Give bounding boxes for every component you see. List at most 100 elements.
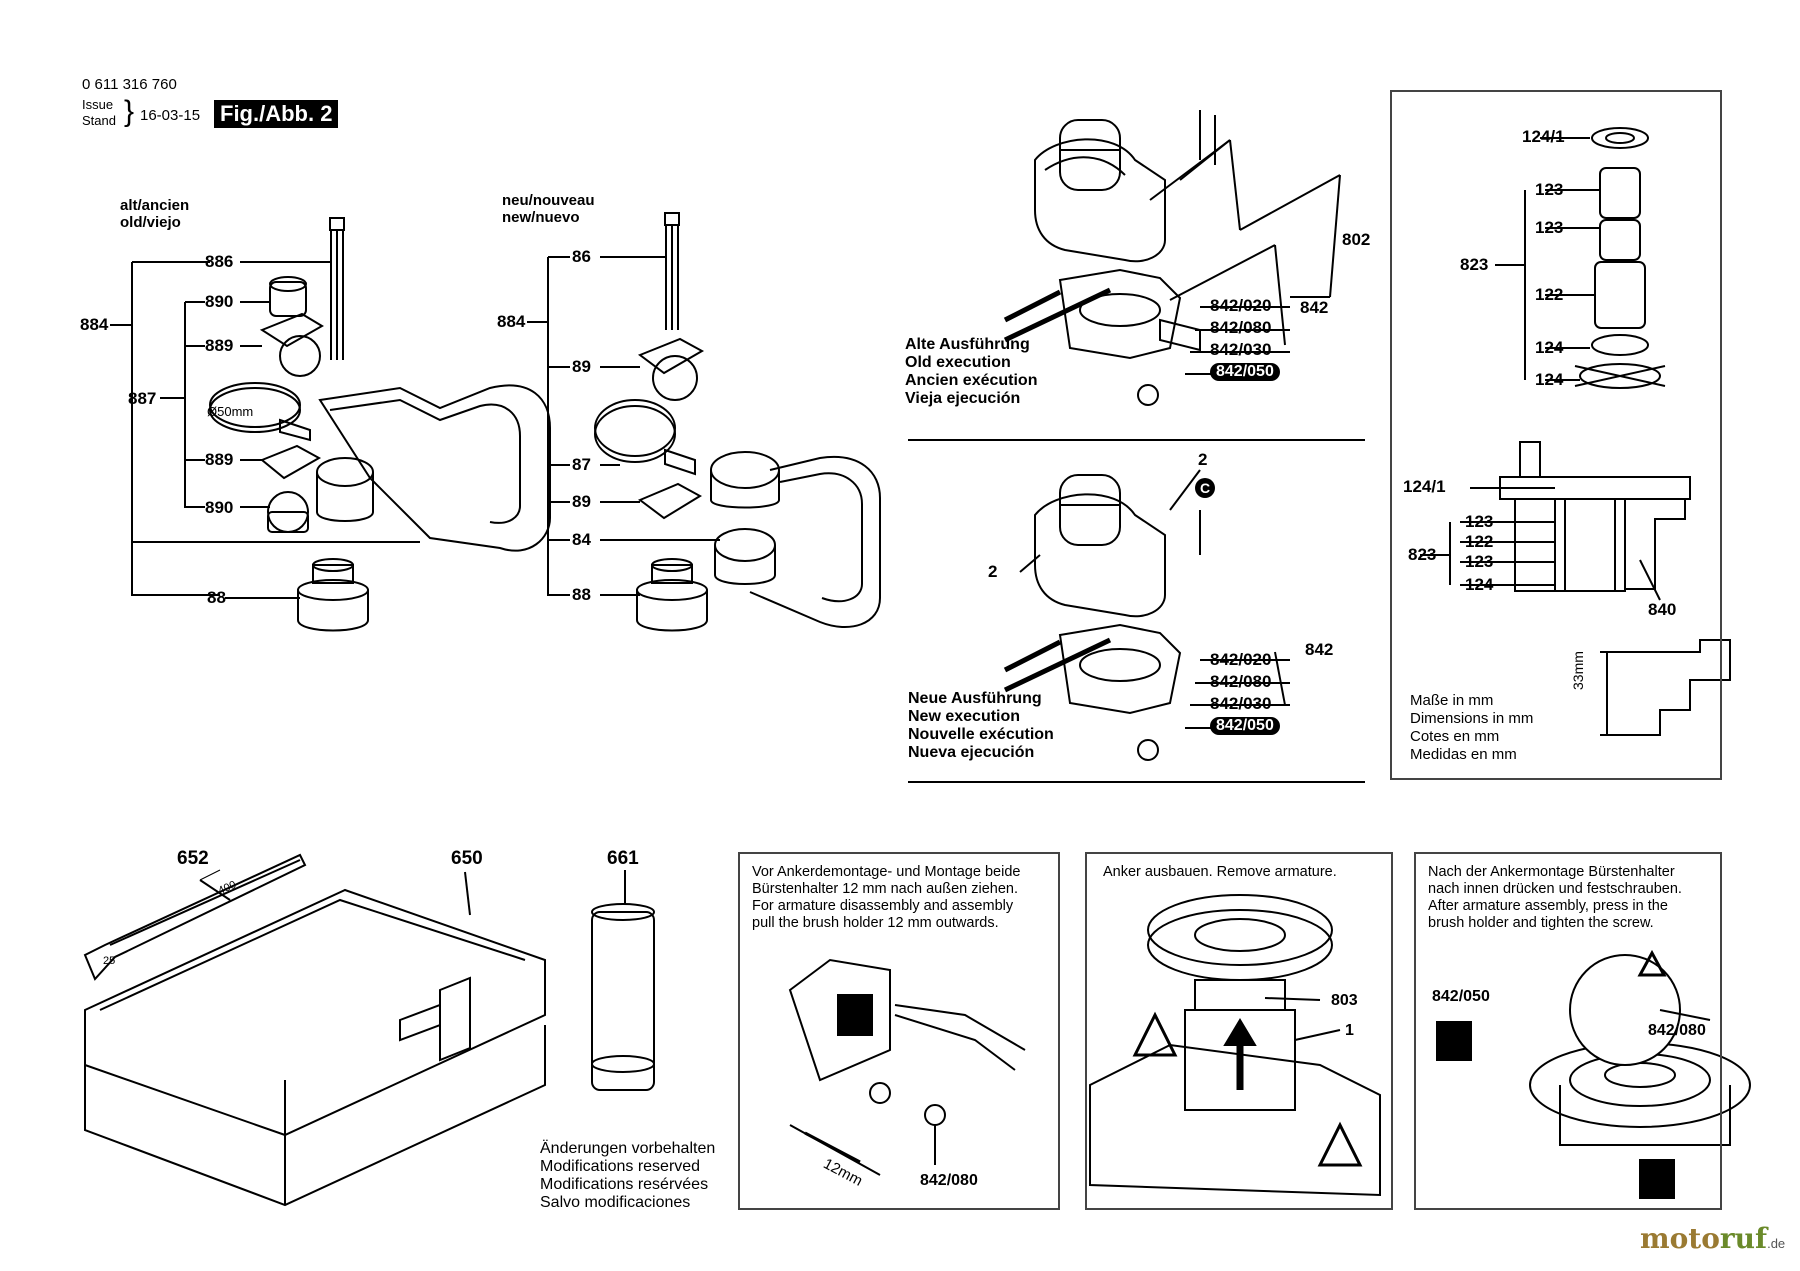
label-823-top: 823	[1460, 255, 1489, 274]
issue-label: Issue	[82, 97, 114, 112]
step2-label-803: 803	[1331, 992, 1358, 1009]
units-en: Dimensions in mm	[1410, 710, 1534, 727]
step3-line1: Nach der Ankermontage Bürstenhalter	[1428, 864, 1675, 880]
label-124-1-bottom: 124/1	[1403, 477, 1446, 496]
label-842-old: 842	[1300, 298, 1329, 317]
step3-line3: After armature assembly, press in the	[1428, 898, 1668, 914]
watermark-part1: moto	[1640, 1222, 1720, 1255]
label-652: 652	[177, 848, 209, 869]
label-842-080-old: 842/080	[1210, 318, 1272, 337]
label-884-middle: 884	[497, 312, 526, 331]
label-802: 802	[1342, 230, 1371, 249]
label-887: 887	[128, 389, 157, 408]
label-88-left: 88	[207, 588, 226, 607]
instruction-step2: Anker ausbauen. Remove armature. 803 1	[1085, 852, 1393, 1210]
instruction-step1: Vor Ankerdemontage- und Montage beide Bü…	[738, 852, 1060, 1210]
label-842-030-old: 842/030	[1210, 340, 1272, 359]
step1-text: Vor Ankerdemontage- und Montage beide Bü…	[752, 864, 1020, 932]
label-87: 87	[572, 455, 591, 474]
new-caption-de: Neue Ausführung	[908, 690, 1042, 707]
step3-line4: brush holder and tighten the screw.	[1428, 915, 1654, 931]
step2-text: Anker ausbauen. Remove armature.	[1103, 864, 1337, 880]
label-840: 840	[1648, 600, 1677, 619]
units-fr: Cotes en mm	[1410, 728, 1500, 745]
new-caption-es: Nueva ejecución	[908, 744, 1035, 761]
label-122-bottom: 122	[1465, 532, 1494, 551]
label-2-top: 2	[1198, 450, 1208, 469]
label-842-020-new: 842/020	[1210, 650, 1272, 669]
label-842-030-new: 842/030	[1210, 694, 1272, 713]
left-title-2: old/viejo	[120, 214, 181, 231]
bearing-panel	[1390, 90, 1722, 780]
step1-line3: For armature disassembly and assembly	[752, 898, 1014, 914]
label-842-020-old: 842/020	[1210, 296, 1272, 315]
new-caption-en: New execution	[908, 708, 1021, 725]
issue-date: 16-03-15	[140, 107, 201, 124]
label-123-bottom-b: 123	[1465, 552, 1494, 571]
legal-de: Änderungen vorbehalten	[540, 1140, 716, 1157]
label-124-bottom: 124	[1465, 575, 1494, 594]
legal-fr: Modifications resérvées	[540, 1176, 709, 1193]
instruction-step3: Nach der Ankermontage Bürstenhalter nach…	[1414, 852, 1722, 1210]
label-88-middle: 88	[572, 585, 591, 604]
new-caption-fr: Nouvelle exécution	[908, 726, 1054, 743]
accessories-art	[83, 853, 655, 1207]
step1-label-842-080: 842/080	[920, 1172, 978, 1189]
middle-assembly-art	[527, 212, 881, 632]
label-661: 661	[607, 848, 639, 869]
label-84: 84	[572, 530, 591, 549]
bearing-art	[1420, 127, 1731, 736]
c-marker-icon: C	[1195, 478, 1215, 498]
middle-title-1: neu/nouveau	[502, 192, 595, 209]
label-890-top: 890	[205, 292, 234, 311]
legal-es: Salvo modificaciones	[540, 1194, 691, 1211]
old-caption-en: Old execution	[905, 354, 1011, 371]
brace: }	[124, 95, 135, 128]
step1-line2: Bürstenhalter 12 mm nach außen ziehen.	[752, 881, 1018, 897]
label-122-top: 122	[1535, 285, 1564, 304]
label-124-1-top: 124/1	[1522, 127, 1565, 146]
label-842-050-new: 842/050	[1210, 717, 1280, 735]
step3-label-842-050: 842/050	[1432, 988, 1490, 1005]
label-2-left: 2	[988, 562, 998, 581]
step1-label-12mm: 12mm	[820, 1155, 866, 1190]
watermark: motoruf.de	[1640, 1222, 1785, 1255]
label-890-bottom: 890	[205, 498, 234, 517]
label-124-top-b: 124	[1535, 370, 1564, 389]
units-note: Maße in mm Dimensions in mm Cotes en mm …	[1410, 692, 1533, 764]
label-89-top: 89	[572, 357, 591, 376]
dimension-33mm: 33mm	[1570, 651, 1586, 690]
left-title-1: alt/ancien	[120, 197, 190, 214]
units-de: Maße in mm	[1410, 692, 1494, 709]
legal-note: Änderungen vorbehalten Modifications res…	[540, 1140, 715, 1212]
label-889-top: 889	[205, 336, 234, 355]
chisel-width-mark: 25	[103, 955, 116, 967]
new-execution-caption: Neue Ausführung New execution Nouvelle e…	[908, 690, 1054, 762]
step3-label-842-080: 842/080	[1648, 1022, 1706, 1039]
label-89-bottom: 89	[572, 492, 591, 511]
label-842-new: 842	[1305, 640, 1334, 659]
label-123-bottom-a: 123	[1465, 512, 1494, 531]
units-es: Medidas en mm	[1410, 746, 1517, 763]
motor-new-art	[1003, 469, 1290, 761]
label-889-bottom: 889	[205, 450, 234, 469]
old-execution-caption: Alte Ausführung Old execution Ancien exé…	[905, 336, 1037, 408]
instruction-art	[788, 894, 1751, 1199]
middle-title-2: new/nuevo	[502, 209, 580, 226]
old-caption-es: Vieja ejecución	[905, 390, 1021, 407]
figure-label: Fig./Abb. 2	[214, 100, 339, 128]
left-assembly-art	[110, 217, 551, 632]
label-123-top-b: 123	[1535, 218, 1564, 237]
label-842-080-new: 842/080	[1210, 672, 1272, 691]
label-123-top-a: 123	[1535, 180, 1564, 199]
step3-line2: nach innen drücken und festschrauben.	[1428, 881, 1682, 897]
label-823-bottom: 823	[1408, 545, 1437, 564]
watermark-part2: ruf	[1719, 1222, 1768, 1255]
part-number: 0 611 316 760	[82, 76, 177, 93]
motor-old-art	[1003, 110, 1341, 406]
diameter-note: Ø50mm	[207, 404, 254, 419]
label-86: 86	[572, 247, 591, 266]
step2-label-1: 1	[1345, 1022, 1354, 1039]
label-842-050-old: 842/050	[1210, 363, 1280, 381]
